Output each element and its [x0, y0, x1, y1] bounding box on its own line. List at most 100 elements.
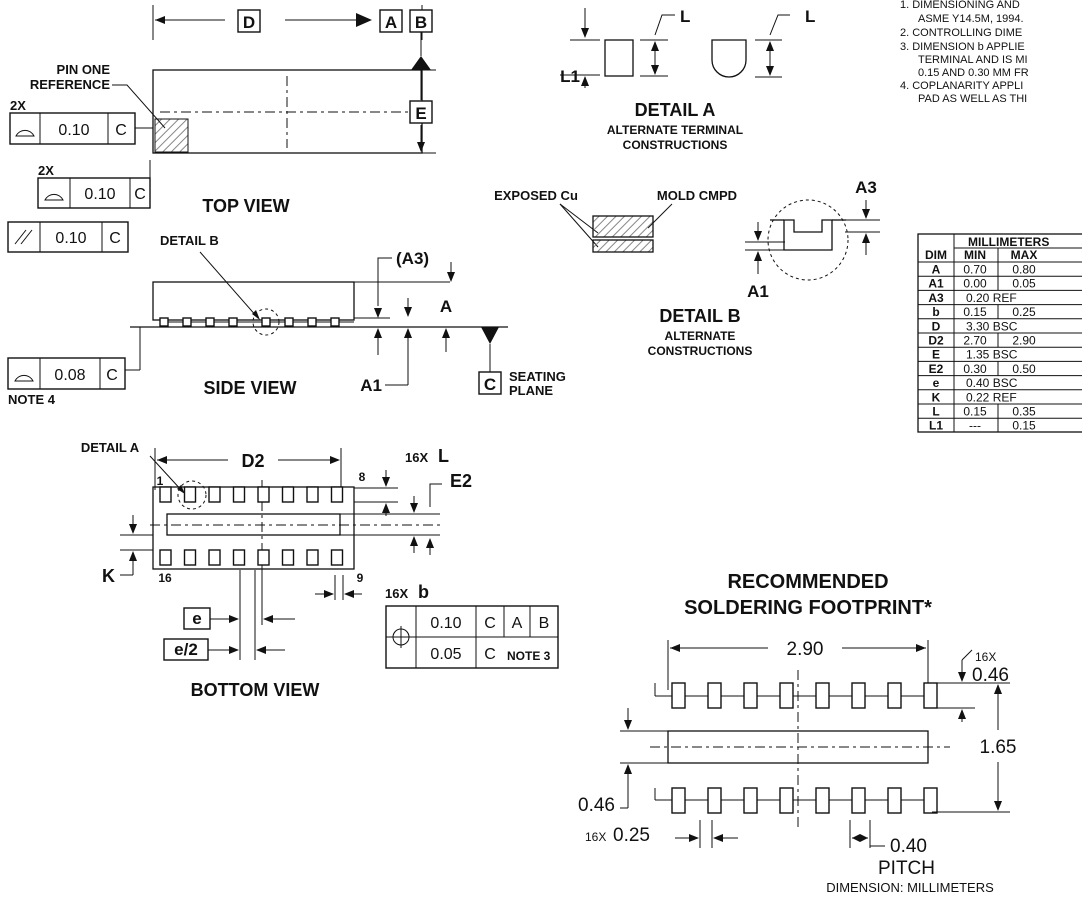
- table-cell-dim: A3: [928, 291, 944, 305]
- profile-surface-icon: [15, 129, 35, 137]
- footprint-pad: [851, 682, 866, 709]
- side-view: 0.10 C DETAIL B (A3): [7, 221, 566, 407]
- svg-text:MIN: MIN: [964, 248, 986, 262]
- svg-text:2. CONTROLLING DIME: 2. CONTROLLING DIME: [900, 27, 1022, 39]
- svg-text:CONSTRUCTIONS: CONSTRUCTIONS: [623, 138, 728, 152]
- svg-text:C: C: [115, 122, 127, 139]
- terminal-pad: [183, 486, 197, 503]
- package-body-bottom: [152, 486, 355, 570]
- terminal-pad: [232, 549, 246, 566]
- bottom-pads-bottom: [159, 549, 344, 566]
- top-view: D A B E PIN ONE REFERENCE 2X 0.10: [9, 5, 436, 216]
- footprint-pad: [887, 787, 902, 814]
- svg-text:C: C: [109, 230, 121, 247]
- bottom-view: DETAIL A D2 1 8 16 9 16X L: [81, 440, 559, 700]
- units-note: DIMENSION: MILLIMETERS: [826, 880, 994, 895]
- footprint-pads-bottom: [654, 787, 938, 814]
- footprint-height: 1.65: [980, 737, 1017, 758]
- svg-text:2X: 2X: [38, 163, 54, 178]
- dim-d2: D2: [241, 451, 264, 471]
- svg-text:MAX: MAX: [1011, 248, 1038, 262]
- terminal-pad: [208, 549, 221, 566]
- svg-text:L: L: [805, 7, 815, 26]
- svg-text:9: 9: [357, 571, 364, 585]
- table-cell-max: 0.35: [1012, 405, 1036, 419]
- table-cell-dim: K: [932, 390, 941, 404]
- terminal-pad: [281, 486, 295, 503]
- svg-text:C: C: [484, 646, 496, 663]
- footprint-pad: [671, 682, 686, 709]
- datum-b-label: B: [415, 13, 427, 32]
- profile-tolerance-frame-1: 0.10 C: [9, 112, 136, 145]
- svg-text:A: A: [512, 615, 523, 632]
- detail-a: L1 L L DETAIL A ALTERNATE TERMINAL CONST…: [560, 7, 815, 152]
- terminal-pad: [306, 486, 319, 503]
- footprint-pad: [851, 787, 866, 814]
- datum-c-label: C: [484, 375, 496, 394]
- bottom-view-title: BOTTOM VIEW: [191, 680, 320, 700]
- profile-surface-icon: [14, 374, 34, 382]
- footprint-pad: [671, 787, 686, 814]
- svg-text:PITCH: PITCH: [878, 858, 935, 879]
- footprint-pad: [815, 682, 830, 709]
- svg-text:0.15 AND 0.30 MM FR: 0.15 AND 0.30 MM FR: [918, 67, 1029, 79]
- svg-text:16X: 16X: [975, 650, 996, 664]
- svg-text:C: C: [134, 186, 146, 203]
- svg-text:16X: 16X: [385, 586, 408, 601]
- footprint-pad: [707, 787, 722, 814]
- table-cell-value: 1.35 BSC: [966, 348, 1018, 362]
- terminal-pad: [159, 486, 172, 503]
- profile-tolerance-frame-2: 0.10 C: [37, 177, 151, 209]
- detail-b-callout: DETAIL B: [160, 233, 219, 248]
- table-cell-dim: D2: [928, 334, 944, 348]
- exposed-cu-label: EXPOSED Cu: [494, 188, 578, 203]
- footprint-title-2: SOLDERING FOOTPRINT*: [684, 597, 932, 619]
- table-cell-min: ---: [969, 419, 981, 433]
- table-cell-dim: A1: [928, 277, 944, 291]
- svg-text:0.05: 0.05: [430, 646, 461, 663]
- svg-text:4. COPLANARITY APPLI: 4. COPLANARITY APPLI: [900, 80, 1023, 92]
- detail-a-title: DETAIL A: [635, 100, 716, 120]
- svg-text:16: 16: [158, 571, 172, 585]
- flatness-frame: 0.08 C: [7, 357, 126, 390]
- table-cell-dim: E: [932, 348, 940, 362]
- footprint-title-1: RECOMMENDED: [727, 571, 888, 593]
- table-cell-dim: D: [932, 319, 941, 333]
- table-cell-max: 0.15: [1012, 419, 1036, 433]
- dim-e2: E2: [450, 471, 472, 491]
- terminal-pad: [257, 486, 270, 503]
- svg-text:0.10: 0.10: [430, 615, 461, 632]
- svg-text:CONSTRUCTIONS: CONSTRUCTIONS: [648, 344, 753, 358]
- rounded-terminal: [711, 39, 747, 78]
- footprint-pad: [707, 682, 722, 709]
- svg-text:2X: 2X: [10, 98, 26, 113]
- terminal-pad: [330, 549, 344, 566]
- side-view-title: SIDE VIEW: [203, 378, 296, 398]
- dim-a-side: A: [440, 297, 452, 316]
- pin-one-label: PIN ONE: [57, 62, 111, 77]
- table-cell-value: 3.30 BSC: [966, 319, 1018, 333]
- footprint-pad: [779, 787, 794, 814]
- svg-text:0.08: 0.08: [54, 367, 85, 384]
- terminal-pad: [330, 486, 344, 503]
- table-cell-value: 0.40 BSC: [966, 376, 1018, 390]
- pin-one-marker: [154, 118, 189, 153]
- table-cell-max: 2.90: [1012, 334, 1036, 348]
- svg-text:C: C: [484, 615, 496, 632]
- datum-b-triangle-icon: [411, 56, 431, 70]
- table-cell-dim: E2: [929, 362, 944, 376]
- footprint-pad: [923, 682, 938, 709]
- terminal-pad: [183, 549, 197, 566]
- dim-d-box: [237, 9, 261, 33]
- dim-a1-detail: A1: [747, 282, 769, 301]
- mold-cmpd-label: MOLD CMPD: [657, 188, 737, 203]
- svg-text:8: 8: [359, 470, 366, 484]
- detail-b: EXPOSED Cu MOLD CMPD A3 A1 DETAIL B ALTE…: [494, 178, 880, 358]
- svg-text:ALTERNATE TERMINAL: ALTERNATE TERMINAL: [607, 123, 743, 137]
- svg-text:0.10: 0.10: [84, 186, 115, 203]
- footprint-pad: [743, 682, 758, 709]
- dim-k: K: [102, 566, 115, 586]
- dim-a3-side: (A3): [396, 249, 429, 268]
